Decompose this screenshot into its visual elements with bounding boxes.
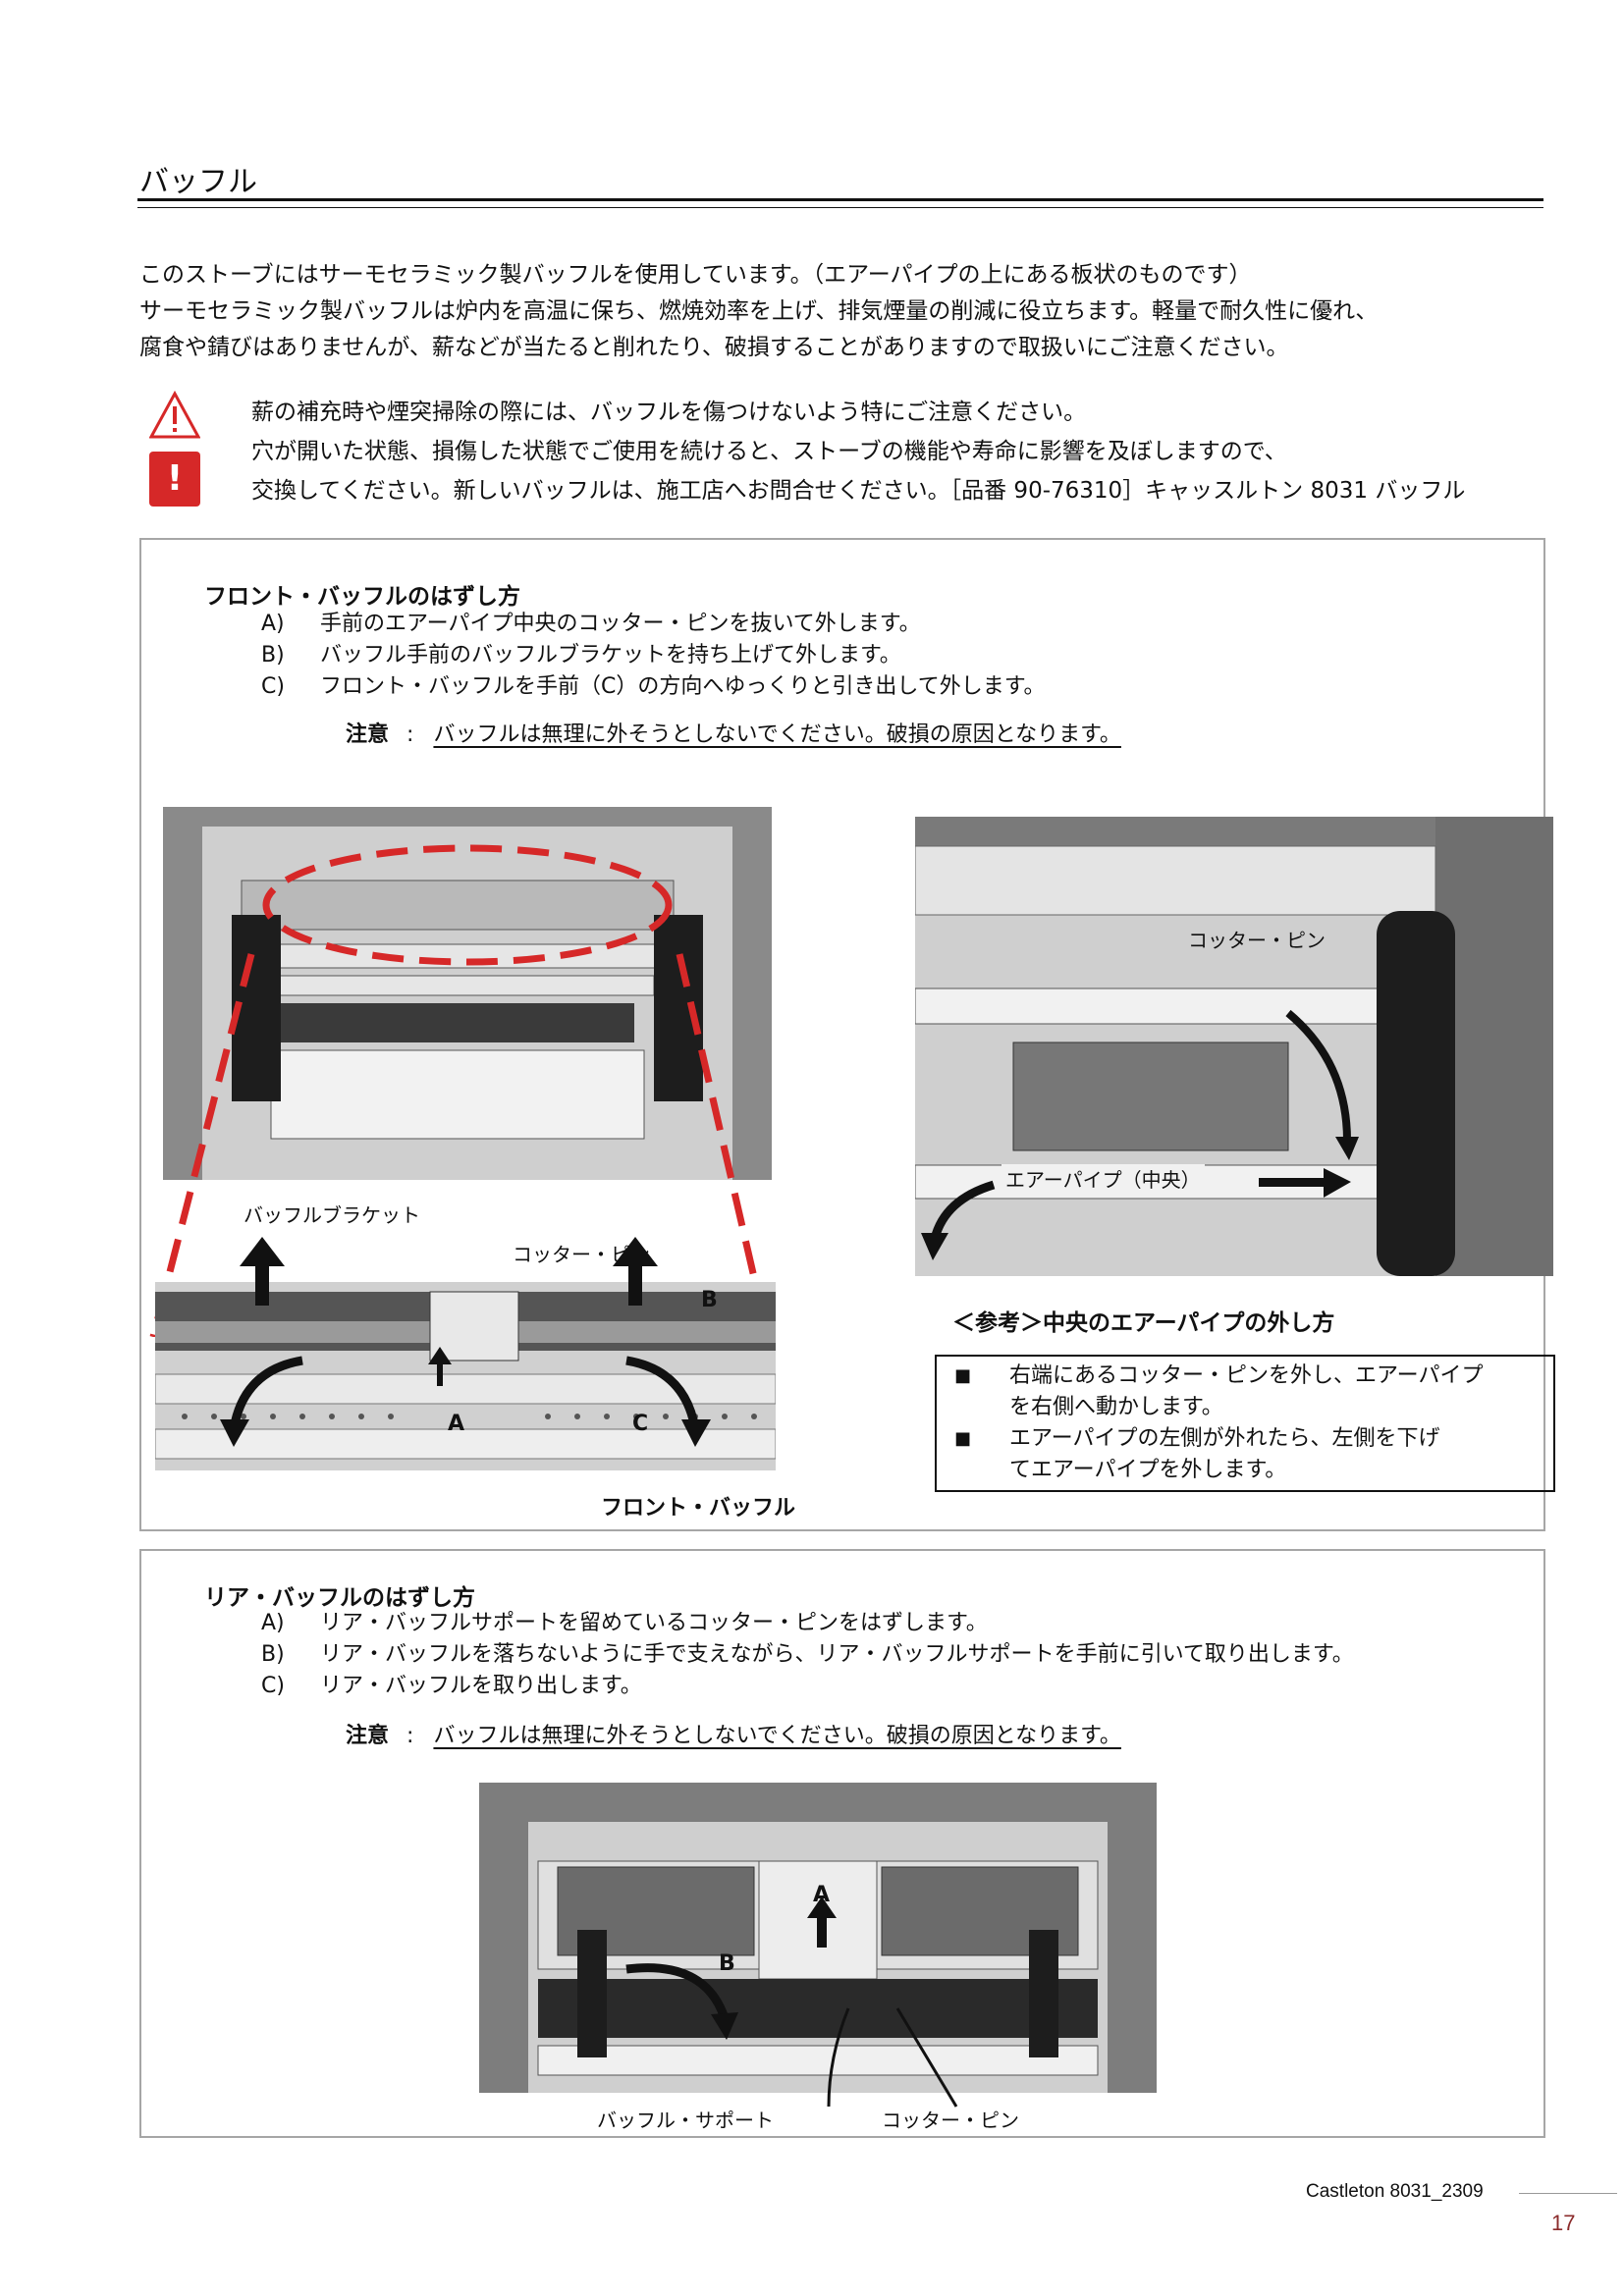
rear-cap-pin: コッター・ピン (882, 2109, 1019, 2132)
footer-rule (1519, 2193, 1617, 2194)
front-letter-a: A (448, 1412, 465, 1436)
rear-baffle-section: リア・バッフルのはずし方 A)リア・バッフルサポートを留めているコッター・ピンを… (139, 1549, 1545, 2138)
intro-line-3: 腐食や錆びはありませんが、薪などが当たると削れたり、破損することがありますので取… (139, 335, 1289, 360)
rear-callout-lines (827, 2007, 958, 2108)
footer-doc-id: Castleton 8031_2309 (1306, 2181, 1484, 2202)
reference-title: ＜参考＞中央のエアーパイプの外し方 (952, 1310, 1335, 1336)
front-step-c: C)フロント・バッフルを手前（C）の方向へゆっくりと引き出して外します。 (261, 674, 1046, 699)
front-baffle-closeup-image (155, 1282, 776, 1470)
intro-paragraph: このストーブにはサーモセラミック製バッフルを使用しています。（エアーパイプの上に… (139, 257, 1543, 366)
warning-text: 薪の補充時や煙突掃除の際には、バッフルを傷つけないよう特にご注意ください。 穴が… (251, 393, 1465, 510)
right-cap-pipe: エアーパイプ（中央） (1001, 1164, 1205, 1193)
zoom-guide-lines (149, 953, 772, 1337)
title-rule-thick (137, 198, 1543, 201)
right-cap-pin: コッター・ピン (1184, 925, 1329, 953)
front-caution-note: 注意:バッフルは無理に外そうとしないでください。破損の原因となります。 (346, 722, 1121, 747)
warning-icons: ! (148, 390, 201, 507)
rear-letter-b: B (719, 1951, 735, 1976)
rear-baffle-title: リア・バッフルのはずし方 (204, 1585, 475, 1611)
page-title: バッフル (139, 165, 257, 199)
front-steps: A)手前のエアーパイプ中央のコッター・ピンを抜いて外します。 B)バッフル手前の… (261, 609, 1046, 703)
front-step-a: A)手前のエアーパイプ中央のコッター・ピンを抜いて外します。 (261, 612, 921, 636)
rear-cap-support: バッフル・サポート (597, 2109, 774, 2132)
warning-line-3: 交換してください。新しいバッフルは、施工店へお問合せください。［品番 90-76… (251, 478, 1466, 504)
rear-caution-note: 注意:バッフルは無理に外そうとしないでください。破損の原因となります。 (346, 1724, 1121, 1748)
front-cap-front-baffle: フロント・バッフル (601, 1496, 796, 1521)
page-number: 17 (1551, 2211, 1576, 2235)
title-rule-thin (137, 207, 1543, 208)
warning-triangle-icon (148, 390, 201, 439)
reference-item-1: ■ 右端にあるコッター・ピンを外し、エアーパイプを右側へ動かします。 (954, 1363, 1484, 1419)
front-baffle-section: フロント・バッフルのはずし方 A)手前のエアーパイプ中央のコッター・ピンを抜いて… (139, 538, 1555, 1531)
front-baffle-title: フロント・バッフルのはずし方 (204, 584, 520, 610)
rear-baffle-image (479, 1783, 1157, 2093)
warning-line-1: 薪の補充時や煙突掃除の際には、バッフルを傷つけないよう特にご注意ください。 (251, 400, 1087, 425)
rear-letter-a: A (813, 1883, 831, 1907)
reference-item-2: ■ エアーパイプの左側が外れたら、左側を下げてエアーパイプを外します。 (954, 1426, 1440, 1482)
rear-step-a: A)リア・バッフルサポートを留めているコッター・ピンをはずします。 (261, 1611, 988, 1635)
intro-line-2: サーモセラミック製バッフルは炉内を高温に保ち、燃焼効率を上げ、排気煙量の削減に役… (139, 298, 1379, 324)
front-cap-bracket: バッフルブラケット (244, 1203, 420, 1227)
rear-steps: A)リア・バッフルサポートを留めているコッター・ピンをはずします。 B)リア・バ… (261, 1608, 1354, 1702)
intro-line-1: このストーブにはサーモセラミック製バッフルを使用しています。（エアーパイプの上に… (139, 262, 1252, 288)
rear-step-c: C)リア・バッフルを取り出します。 (261, 1674, 642, 1698)
rear-step-b: B)リア・バッフルを落ちないように手で支えながら、リア・バッフルサポートを手前に… (261, 1642, 1354, 1667)
reference-box: ■ 右端にあるコッター・ピンを外し、エアーパイプを右側へ動かします。 ■ エアー… (935, 1355, 1555, 1492)
warning-line-2: 穴が開いた状態、損傷した状態でご使用を続けると、ストーブの機能や寿命に影響を及ぼ… (251, 439, 1287, 464)
front-step-b: B)バッフル手前のバッフルブラケットを持ち上げて外します。 (261, 643, 901, 667)
front-letter-b: B (701, 1288, 718, 1312)
front-letter-c: C (632, 1412, 649, 1436)
center-air-pipe-image (915, 817, 1553, 1276)
bracket-up-arrows (240, 1237, 658, 1306)
stove-top-view-image (163, 807, 772, 1180)
warning-exclamation-icon: ! (149, 452, 200, 507)
